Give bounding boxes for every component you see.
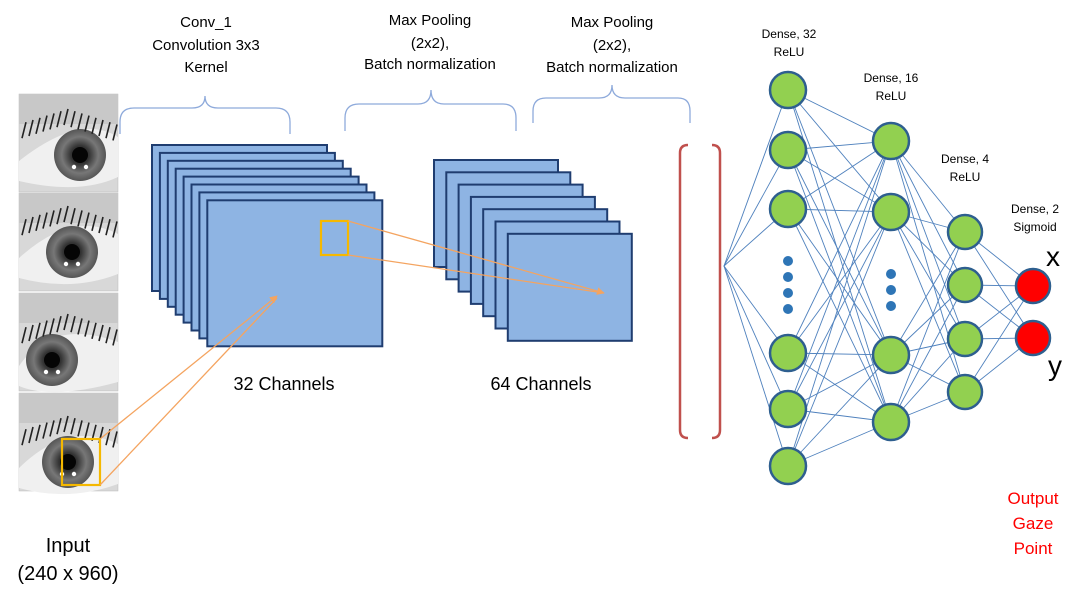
neuron <box>768 189 808 229</box>
neuron <box>871 121 911 161</box>
connection <box>723 265 789 410</box>
conv-to-pool-arrow-top <box>347 220 605 295</box>
connection <box>964 285 1034 393</box>
connection <box>890 211 966 393</box>
pool1-title-line2: (2x2), <box>411 35 449 52</box>
neuron <box>946 213 984 251</box>
input-label-line1: Input <box>46 535 91 557</box>
output-neuron <box>1014 319 1052 357</box>
pool2-title-line1: Max Pooling <box>571 14 654 31</box>
pool-channels-label: 64 Channels <box>490 374 591 394</box>
ellipsis-dot <box>783 272 793 282</box>
connection <box>890 140 966 233</box>
pool1-title-line1: Max Pooling <box>389 12 472 29</box>
output-x-label: x <box>1046 241 1060 272</box>
connection <box>890 140 966 340</box>
conv-channels-label: 32 Channels <box>233 374 334 394</box>
connection <box>787 149 892 213</box>
output-caption-line3: Point <box>1014 539 1053 558</box>
ellipsis-dot <box>783 288 793 298</box>
conv-title-line3: Kernel <box>184 59 227 76</box>
connection <box>787 211 892 410</box>
connection <box>890 211 966 340</box>
flatten-bracket-left <box>678 143 689 440</box>
pool2-bracket <box>532 84 691 123</box>
ellipsis-dot <box>886 269 896 279</box>
connection <box>787 211 892 354</box>
pool1-title-line3: Batch normalization <box>364 56 496 73</box>
neuron <box>768 389 808 429</box>
conv-to-pool-arrow-bottom <box>347 254 605 294</box>
pool-feature-map-stack <box>433 159 633 342</box>
flatten-bracket-right <box>711 143 722 440</box>
dense-layer-2-activation: ReLU <box>876 89 907 103</box>
neuron <box>946 266 984 304</box>
pool2-title-line2: (2x2), <box>593 37 631 54</box>
neuron <box>768 70 808 110</box>
eye-image <box>18 192 119 292</box>
eye-image <box>18 392 119 495</box>
ellipsis-dot <box>783 304 793 314</box>
conv-title-line1: Conv_1 <box>180 14 232 31</box>
output-caption-line2: Gaze <box>1013 514 1054 533</box>
conv-kernel-box <box>319 219 350 257</box>
output-neuron <box>1014 267 1052 305</box>
input-to-conv-arrow-top <box>99 295 278 440</box>
connection <box>787 354 892 410</box>
neuron <box>871 335 911 375</box>
connection <box>723 89 789 267</box>
dense-layer-4-activation: Sigmoid <box>1013 220 1056 234</box>
ellipsis-dot <box>886 285 896 295</box>
connection <box>787 140 892 210</box>
connection <box>787 140 892 410</box>
neuron <box>946 320 984 358</box>
neuron <box>871 402 911 442</box>
connection <box>890 231 966 423</box>
connection <box>787 211 892 467</box>
output-caption-line1: Output <box>1007 489 1058 508</box>
dense-layer-4-name: Dense, 2 <box>1011 202 1059 216</box>
connection <box>787 89 892 356</box>
connection <box>787 140 892 354</box>
neuron <box>946 373 984 411</box>
hidden-neurons-ellipsis <box>783 256 896 314</box>
connection <box>964 231 1034 339</box>
neuron <box>768 130 808 170</box>
connection <box>723 149 789 267</box>
connection <box>787 89 892 213</box>
input-kernel-box <box>60 437 102 487</box>
connection <box>787 208 892 423</box>
feature-map <box>206 199 384 348</box>
dense-layer-3-activation: ReLU <box>950 170 981 184</box>
neuron <box>768 333 808 373</box>
input-to-conv-arrow-bottom <box>99 297 278 486</box>
connection <box>787 149 892 356</box>
conv-feature-map-stack <box>151 144 384 348</box>
dense-layer-1-activation: ReLU <box>774 45 805 59</box>
eye-image <box>18 292 119 393</box>
neuron <box>871 192 911 232</box>
dense-neurons <box>768 70 1052 486</box>
neuron <box>768 446 808 486</box>
ellipsis-dot <box>783 256 793 266</box>
conv-bracket <box>119 95 291 134</box>
input-label-line2: (240 x 960) <box>17 563 118 585</box>
dense-layer-2-name: Dense, 16 <box>864 71 919 85</box>
dense-layer-1-name: Dense, 32 <box>762 27 817 41</box>
conv-title-line2: Convolution 3x3 <box>152 37 260 54</box>
connection <box>890 231 966 356</box>
connection <box>787 149 892 423</box>
connection <box>723 265 789 467</box>
connection <box>890 284 966 423</box>
connection <box>890 140 966 286</box>
dense-layer-3-name: Dense, 4 <box>941 152 989 166</box>
input-eye-images <box>18 93 119 495</box>
eye-image <box>18 93 119 193</box>
pool1-bracket <box>344 89 517 131</box>
ellipsis-dot <box>886 301 896 311</box>
pool2-title-line3: Batch normalization <box>546 59 678 76</box>
output-y-label: y <box>1048 350 1062 381</box>
connection <box>787 354 892 467</box>
